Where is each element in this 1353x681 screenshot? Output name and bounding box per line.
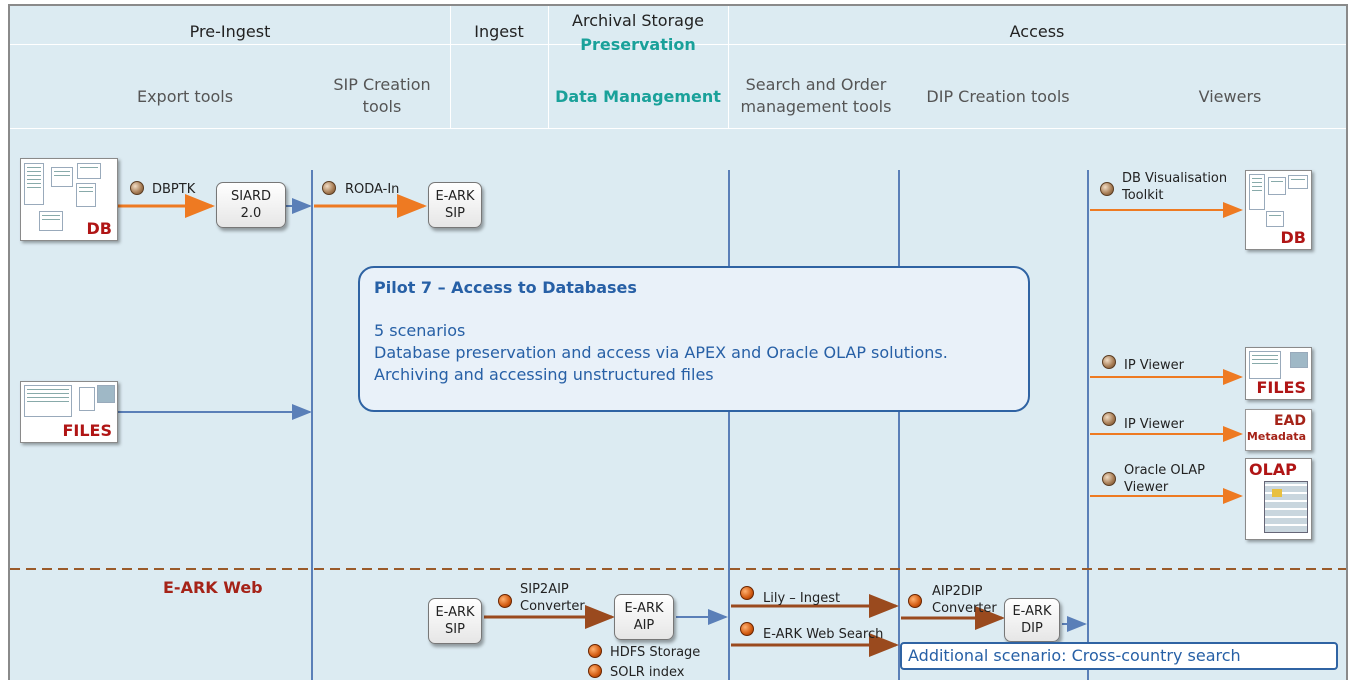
earkweb-sip-box: E-ARK SIP xyxy=(428,598,482,644)
ip-viewer-2-label: IP Viewer xyxy=(1124,417,1184,432)
header-access: Access xyxy=(1009,22,1065,41)
subheader-data-management: Data Management xyxy=(555,87,721,106)
earkweb-aip-box: E-ARK AIP xyxy=(614,594,674,640)
header-pre-ingest: Pre-Ingest xyxy=(189,22,271,41)
earkweb-dip-box: E-ARK DIP xyxy=(1004,598,1060,642)
bronze-sphere-icon xyxy=(1102,472,1116,486)
lane-dip-creation xyxy=(898,170,900,680)
db-target-label: DB xyxy=(1280,228,1306,247)
bronze-sphere-icon xyxy=(1102,355,1116,369)
database-schema-thumbnail-icon xyxy=(1249,174,1265,210)
column-divider-storage xyxy=(548,6,549,128)
olap-target-thumbnail: OLAP xyxy=(1245,458,1312,540)
header-ingest: Ingest xyxy=(474,22,524,41)
bronze-sphere-icon xyxy=(130,181,144,195)
siard-box: SIARD 2.0 xyxy=(216,182,286,228)
orange-sphere-icon xyxy=(588,644,602,658)
bronze-sphere-icon xyxy=(1102,412,1116,426)
file-tree-thumbnail-icon xyxy=(1249,351,1281,379)
oracle-olap-label: Oracle OLAP Viewer xyxy=(1124,463,1205,495)
files-target-label: FILES xyxy=(1256,378,1306,397)
header-archival-storage: Archival Storage xyxy=(572,11,704,30)
orange-sphere-icon xyxy=(588,664,602,678)
db-target-thumbnail: DB xyxy=(1245,170,1312,250)
db-source-thumbnail: DB xyxy=(20,158,118,241)
bronze-sphere-icon xyxy=(322,181,336,195)
sip2aip-label: SIP2AIP Converter xyxy=(520,582,585,614)
dbptk-label: DBPTK xyxy=(152,182,196,197)
subheader-divider xyxy=(10,128,1346,129)
pilot-line-1: 5 scenarios xyxy=(374,321,466,340)
header-preservation: Preservation xyxy=(580,35,696,54)
olap-cube-thumbnail-icon xyxy=(1264,481,1308,533)
ip-viewer-1-label: IP Viewer xyxy=(1124,358,1184,373)
orange-sphere-icon xyxy=(740,586,754,600)
orange-sphere-icon xyxy=(740,622,754,636)
lane-viewers xyxy=(1087,170,1089,680)
rodain-label: RODA-In xyxy=(345,182,400,197)
files-target-thumbnail: FILES xyxy=(1245,347,1312,400)
subheader-dip-creation: DIP Creation tools xyxy=(926,87,1070,106)
bronze-sphere-icon xyxy=(1100,182,1114,196)
subheader-viewers: Viewers xyxy=(1198,87,1262,106)
files-source-thumbnail: FILES xyxy=(20,381,118,443)
header-divider xyxy=(10,44,1346,45)
file-tree-thumbnail-icon xyxy=(24,385,72,417)
solr-index-label: SOLR index xyxy=(610,665,685,680)
orange-sphere-icon xyxy=(908,594,922,608)
aip2dip-label: AIP2DIP Converter xyxy=(932,584,997,616)
pilot-title: Pilot 7 – Access to Databases xyxy=(374,278,637,297)
earkweb-search-label: E-ARK Web Search xyxy=(763,627,884,642)
eark-sip-box: E-ARK SIP xyxy=(428,182,482,228)
ead-metadata-target: EAD Metadata xyxy=(1245,409,1312,451)
earkweb-title: E-ARK Web xyxy=(163,578,263,597)
ead-label: EAD xyxy=(1273,413,1306,429)
orange-sphere-icon xyxy=(498,594,512,608)
subheader-search-order: Search and Order management tools xyxy=(740,75,892,116)
column-divider-access xyxy=(728,6,729,128)
database-schema-thumbnail-icon xyxy=(24,163,44,205)
db-visualisation-label: DB Visualisation Toolkit xyxy=(1122,171,1228,203)
pilot-callout: Pilot 7 – Access to Databases 5 scenario… xyxy=(358,266,1030,412)
hdfs-storage-label: HDFS Storage xyxy=(610,645,701,660)
subheader-export-tools: Export tools xyxy=(136,87,234,106)
olap-target-label: OLAP xyxy=(1249,460,1297,479)
lane-search-order xyxy=(728,170,730,680)
lily-ingest-label: Lily – Ingest xyxy=(763,591,841,606)
db-source-label: DB xyxy=(86,219,112,238)
column-divider-ingest xyxy=(450,6,451,128)
lane-sip-creation xyxy=(311,170,313,680)
ead-metadata-label: Metadata xyxy=(1246,430,1306,443)
subheader-sip-creation: SIP Creation tools xyxy=(333,75,431,116)
pilot-line-2: Database preservation and access via APE… xyxy=(374,343,948,362)
additional-scenario-box: Additional scenario: Cross-country searc… xyxy=(900,642,1338,670)
files-source-label: FILES xyxy=(62,421,112,440)
pilot-line-3: Archiving and accessing unstructured fil… xyxy=(374,365,714,384)
